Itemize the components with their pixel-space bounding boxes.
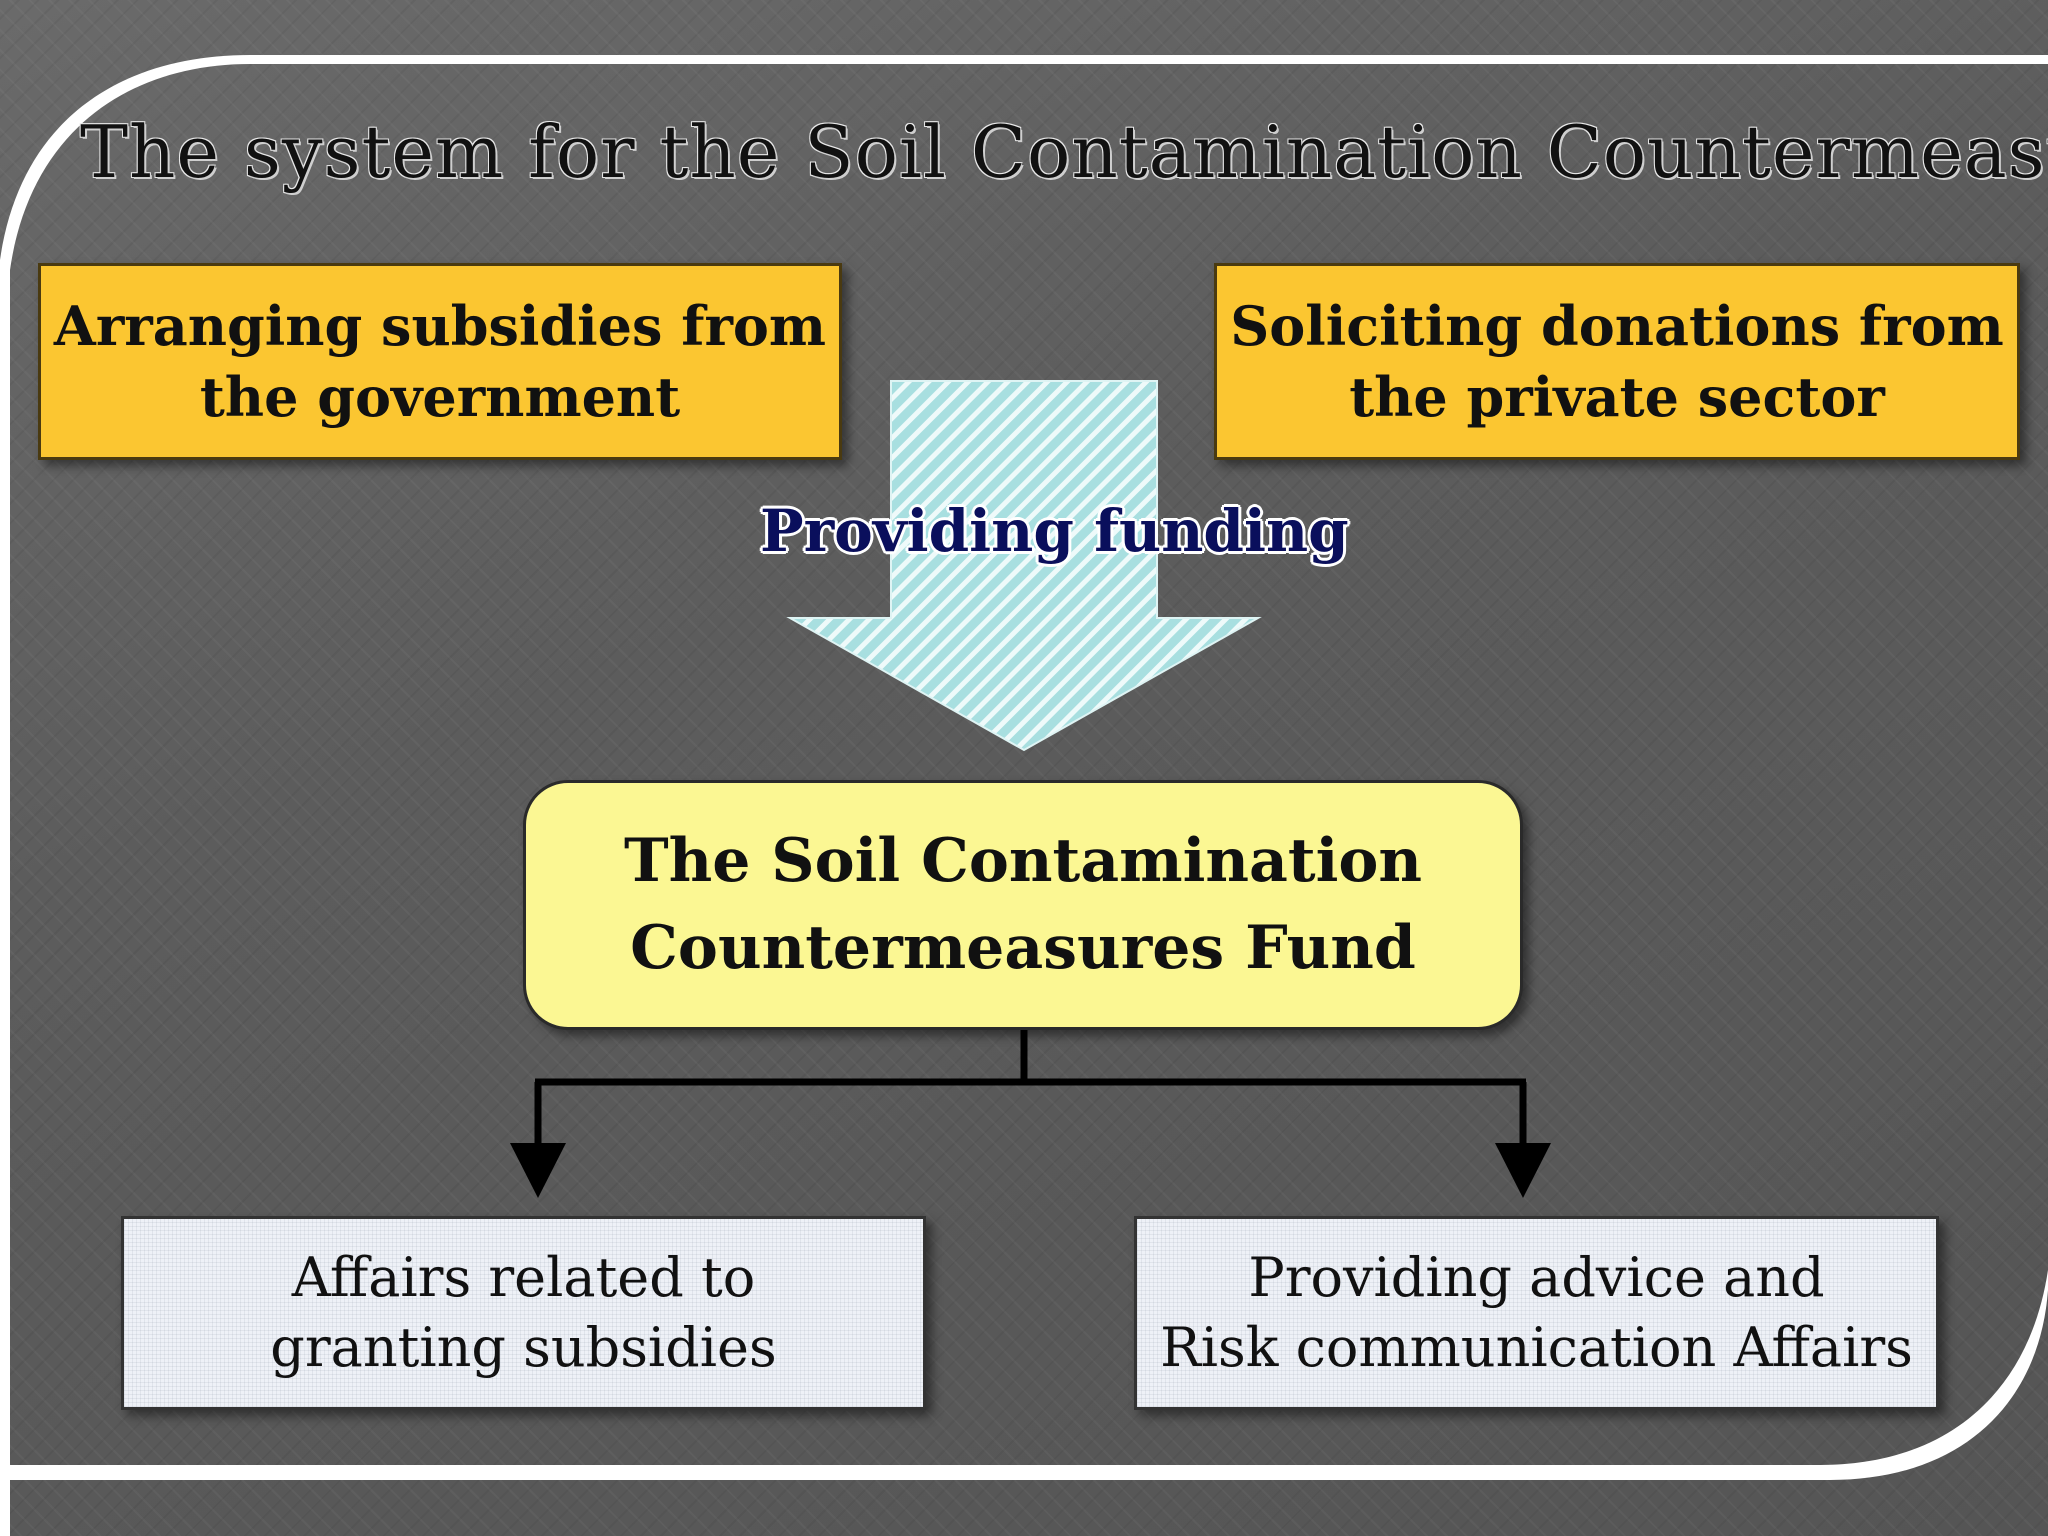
source-box-line: Arranging subsidies from bbox=[53, 294, 827, 359]
task-box-line: Affairs related to bbox=[291, 1245, 756, 1309]
source-box-private-sector: Soliciting donations from the private se… bbox=[1214, 263, 2020, 460]
arrowhead-right bbox=[1495, 1143, 1551, 1198]
source-box-line: Soliciting donations from bbox=[1230, 294, 2004, 359]
task-box-advice: Providing advice and Risk communication … bbox=[1134, 1216, 1939, 1410]
arrowhead-left bbox=[510, 1143, 566, 1198]
source-box-government: Arranging subsidies from the government bbox=[38, 263, 842, 460]
task-box-line: Risk communication Affairs bbox=[1160, 1316, 1913, 1379]
task-box-line: Providing advice and bbox=[1248, 1245, 1825, 1309]
source-box-line: the government bbox=[199, 364, 681, 429]
task-box-subsidies: Affairs related to granting subsidies bbox=[121, 1216, 926, 1410]
task-box-line: granting subsidies bbox=[270, 1316, 777, 1379]
fund-box: The Soil Contamination Countermeasures F… bbox=[523, 780, 1523, 1030]
fund-box-line: The Soil Contamination bbox=[623, 826, 1423, 896]
funding-arrow bbox=[786, 380, 1262, 752]
source-box-line: the private sector bbox=[1349, 364, 1885, 429]
fund-box-line: Countermeasures Fund bbox=[630, 913, 1416, 983]
funding-arrow-label: Providing funding bbox=[760, 497, 1349, 565]
slide-title: The system for the Soil Contamination Co… bbox=[80, 110, 2048, 194]
